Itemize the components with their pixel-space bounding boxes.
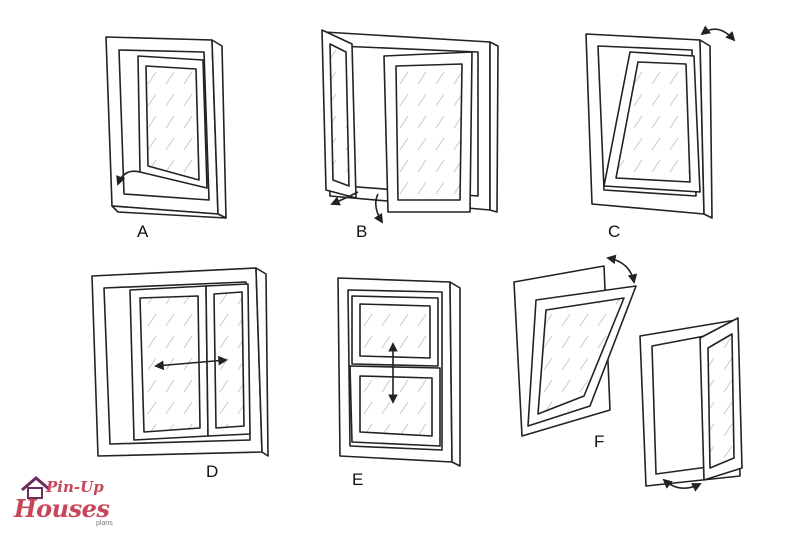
logo-word-houses: Houses bbox=[14, 494, 110, 523]
logo-tagline: plans bbox=[96, 520, 113, 527]
label-f: F bbox=[594, 432, 605, 451]
pin-up-houses-logo: Pin-Up Houses plans bbox=[4, 474, 126, 530]
label-a: A bbox=[137, 222, 149, 241]
window-a-casement bbox=[105, 36, 227, 219]
window-e-double-hung bbox=[337, 277, 461, 467]
logo-word-pin-up: Pin-Up bbox=[46, 478, 104, 496]
label-d: D bbox=[206, 462, 219, 481]
window-b-double-casement bbox=[321, 29, 499, 224]
label-b: B bbox=[356, 222, 368, 241]
window-f-tilt-and-turn bbox=[513, 254, 743, 492]
label-c: C bbox=[608, 222, 621, 241]
window-c-tilt bbox=[585, 25, 736, 219]
house-roof-icon bbox=[21, 476, 51, 499]
window-d-sliding bbox=[91, 267, 269, 457]
label-e: E bbox=[352, 470, 364, 489]
